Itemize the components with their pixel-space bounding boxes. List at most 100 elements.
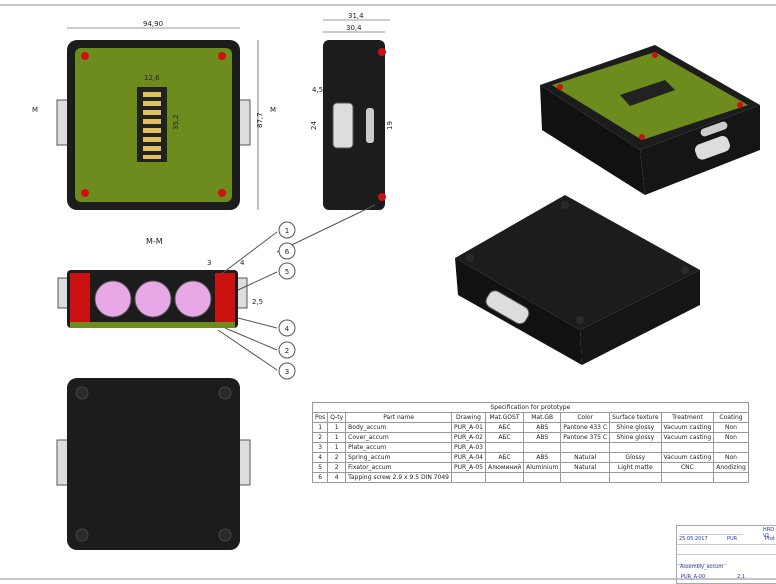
spec-cell xyxy=(484,472,525,483)
spec-cell: 6 xyxy=(311,472,329,483)
dim-side-a: 4,5 xyxy=(312,86,323,94)
spec-cell xyxy=(451,472,486,483)
col-part-name: Part name xyxy=(345,412,452,423)
col-pos: Pos xyxy=(311,412,329,423)
spec-cell: Vacuum casting xyxy=(660,432,715,443)
bottom-view xyxy=(56,378,251,550)
dim-section-b: 4 xyxy=(240,259,245,267)
spec-cell xyxy=(609,442,662,453)
spec-cell: АБС xyxy=(484,422,525,433)
balloon-4: 4 xyxy=(285,325,290,333)
dim-side-c: 5,4 xyxy=(362,86,374,94)
spec-cell xyxy=(609,472,662,483)
dim-section-c: 2,5 xyxy=(252,298,263,306)
tb-assembly: Assembly_accum xyxy=(680,564,724,570)
spec-cell: ABS xyxy=(523,422,562,433)
tb-drawing-no: PUR_A-00 xyxy=(681,574,706,580)
spec-cell xyxy=(560,472,611,483)
spec-cell: 5 xyxy=(311,462,329,473)
tb-project: PUR xyxy=(727,536,738,542)
spec-cell: CNC xyxy=(660,462,715,473)
spec-cell: Pantone 375 C xyxy=(560,432,611,443)
spec-cell: Non xyxy=(713,432,749,443)
col-mat-gost: Mat.GOST xyxy=(484,412,525,423)
spec-cell: Алюминий xyxy=(484,462,525,473)
balloon-1: 1 xyxy=(285,227,289,235)
spec-cell: 3 xyxy=(311,442,329,453)
col-drawing: Drawing xyxy=(451,412,486,423)
spec-cell xyxy=(523,442,562,453)
tb-scale: 2:1 xyxy=(737,574,746,580)
spec-cell: Vacuum casting xyxy=(660,422,715,433)
spec-cell: Pantone 433 C xyxy=(560,422,611,433)
spec-cell: АБС xyxy=(484,432,525,443)
isometric-view-top xyxy=(540,45,760,195)
spec-cell: Plate_accum xyxy=(345,442,452,453)
spec-cell xyxy=(713,442,749,453)
col-mat-gb: Mat.GB xyxy=(523,412,562,423)
balloon-6: 6 xyxy=(285,248,290,256)
spec-cell xyxy=(713,472,749,483)
spec-cell: 4 xyxy=(327,472,347,483)
spec-header-row: Pos Q-ty Part name Drawing Mat.GOST Mat.… xyxy=(311,412,749,423)
specification-table: Specification for prototype Pos Q-ty Par… xyxy=(311,402,749,483)
spec-cell: Glossy xyxy=(609,452,662,463)
dim-section-a: 3 xyxy=(207,259,211,267)
dim-side-body: 30,4 xyxy=(346,24,362,32)
spec-cell: Fixator_accum xyxy=(345,462,452,473)
dim-top-width: 94,90 xyxy=(143,20,163,28)
dim-connector-width: 12,6 xyxy=(144,74,160,82)
spec-cell: Body_accum xyxy=(345,422,452,433)
col-treatment: Treatment xyxy=(660,412,715,423)
dim-side-d: 24 xyxy=(310,121,318,130)
col-surface: Surface texture xyxy=(609,412,662,423)
balloon-5: 5 xyxy=(285,268,289,276)
spec-cell: PUR_A-01 xyxy=(451,422,486,433)
spec-cell: Non xyxy=(713,452,749,463)
spec-cell: 1 xyxy=(327,422,347,433)
dim-side-e: 19 xyxy=(386,121,394,130)
section-view: M-M 3 4 2,5 xyxy=(57,237,263,328)
spec-cell: 2 xyxy=(327,462,347,473)
col-color: Color xyxy=(560,412,611,423)
spec-cell: 1 xyxy=(311,422,329,433)
spec-cell: Vacuum casting xyxy=(660,452,715,463)
spec-cell: Spring_accum xyxy=(345,452,452,463)
spec-cell: 2 xyxy=(327,452,347,463)
spec-cell: Natural xyxy=(560,452,611,463)
spec-cell: Cover_accum xyxy=(345,432,452,443)
balloon-3: 3 xyxy=(285,368,289,376)
balloons xyxy=(217,204,376,380)
spec-title: Specification for prototype xyxy=(312,402,749,413)
spec-cell: PUR_A-04 xyxy=(451,452,486,463)
spec-cell: ABS xyxy=(523,432,562,443)
balloon-2: 2 xyxy=(285,347,289,355)
section-marker-right: M xyxy=(270,106,276,114)
spec-cell: 1 xyxy=(327,432,347,443)
dim-connector-length: 35,2 xyxy=(172,114,180,130)
section-marker-left: M xyxy=(32,106,38,114)
spec-cell: Shine glossy xyxy=(609,422,662,433)
spec-cell: Light matte xyxy=(609,462,662,473)
col-qty: Q-ty xyxy=(327,412,347,423)
spec-cell xyxy=(560,442,611,453)
spec-cell: АБС xyxy=(484,452,525,463)
isometric-view-bottom xyxy=(455,195,700,365)
spec-cell: 2 xyxy=(311,432,329,443)
spec-cell: Natural xyxy=(560,462,611,473)
section-label: M-M xyxy=(146,237,163,246)
col-coating: Coating xyxy=(713,412,749,423)
dim-side-total: 31,4 xyxy=(348,12,364,20)
spec-cell: 4 xyxy=(311,452,329,463)
spec-cell: Tapping screw 2.9 x 9.5 DIN 7049 xyxy=(345,472,452,483)
spec-cell: PUR_A-03 xyxy=(451,442,486,453)
top-view: 94,90 87,7 12,6 35,2 M M xyxy=(32,20,276,210)
spec-cell: Anodizing xyxy=(713,462,749,473)
